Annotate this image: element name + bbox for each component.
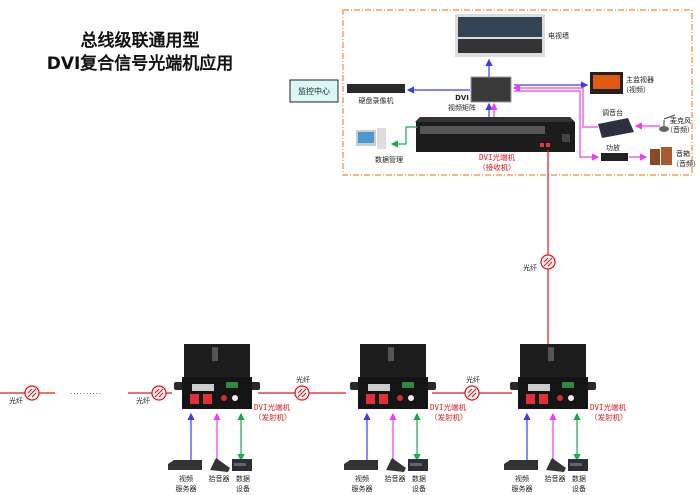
mixer-image — [598, 118, 634, 138]
data-device-image — [232, 459, 252, 471]
dvr-image — [347, 84, 405, 93]
tx-label-line2: （发射机） — [254, 412, 292, 422]
data-device-image — [568, 459, 588, 471]
data-device-label-line1: 数据 — [572, 474, 586, 483]
video-server-label-line2: 服务器 — [352, 484, 373, 493]
monitor-label-line1: 主监视器 — [626, 75, 654, 84]
mic-label-line1: 麦克风 — [670, 116, 691, 125]
data-device-label-line2: 设备 — [412, 484, 426, 493]
mic-label-line2: （音频） — [666, 125, 694, 134]
pickup-image — [386, 458, 406, 472]
video-matrix-image — [470, 76, 512, 103]
fiber-lines — [0, 150, 549, 394]
pickup-image — [546, 458, 566, 472]
tx-label-line1: DVI光端机 — [590, 402, 627, 412]
transmitter-1: DVI光端机 （发射机） 视频 服务器 拾音器 数据 设备 — [168, 344, 292, 493]
pickup-label: 拾音器 — [209, 474, 230, 483]
speaker-label-line1: 音箱 — [676, 149, 690, 158]
control-center-label: 监控中心 — [298, 86, 330, 96]
fiber-label-1: 光纤 — [9, 396, 23, 405]
center-connections — [390, 58, 660, 161]
data-device-label-line1: 数据 — [412, 474, 426, 483]
pickup-label: 拾音器 — [385, 474, 406, 483]
video-server-label-line2: 服务器 — [512, 484, 533, 493]
ellipsis: ·········· — [70, 390, 102, 398]
receiver-rack-image — [415, 117, 575, 152]
video-server-image — [168, 460, 202, 470]
main-monitor-image — [590, 72, 623, 94]
speaker-image — [650, 147, 672, 165]
dvr-label: 硬盘录像机 — [359, 96, 394, 105]
pc-label: 数据管理 — [375, 155, 403, 164]
fiber-connector-icon — [24, 385, 40, 401]
control-center-box — [289, 79, 339, 103]
fiber-label-4: 光纤 — [466, 375, 480, 384]
title-line1: 总线级联通用型 — [81, 30, 200, 51]
receiver-label-line1: DVI光端机 — [479, 152, 516, 162]
matrix-label-line1: DVI — [455, 94, 469, 102]
fiber-label-2: 光纤 — [136, 396, 150, 405]
pc-image — [356, 128, 386, 149]
transmitter-image — [174, 344, 260, 409]
tv-wall-image — [455, 14, 545, 57]
tx-label-line2: （发射机） — [430, 412, 468, 422]
video-server-image — [344, 460, 378, 470]
microphone-image — [659, 114, 676, 132]
receiver-label-line2: （接收机） — [478, 162, 516, 172]
video-server-label-line1: 视频 — [355, 474, 369, 483]
fiber-connector-icon — [540, 254, 556, 270]
transmitter-image — [350, 344, 436, 409]
fiber-connector-icon — [151, 385, 167, 401]
data-device-label-line1: 数据 — [236, 474, 250, 483]
mixer-label: 调音台 — [602, 108, 623, 117]
fiber-label-vertical: 光纤 — [523, 263, 537, 272]
data-device-image — [408, 459, 428, 471]
video-server-label-line1: 视频 — [515, 474, 529, 483]
monitor-label-line2: （视频） — [622, 85, 650, 94]
pickup-image — [210, 458, 230, 472]
control-center-border — [342, 9, 693, 176]
data-device-label-line2: 设备 — [572, 484, 586, 493]
amplifier-image — [601, 153, 628, 161]
speaker-label-line2: （音频） — [672, 159, 700, 168]
fiber-label-3: 光纤 — [296, 375, 310, 384]
tx-label-line1: DVI光端机 — [254, 402, 291, 412]
matrix-label-line2: 视频矩阵 — [448, 103, 476, 112]
title-line2: DVI复合信号光端机应用 — [47, 53, 234, 74]
fiber-connector-icon — [294, 385, 310, 401]
transmitter-3: DVI光端机 （发射机） 视频 服务器 拾音器 数据 设备 — [504, 344, 628, 493]
video-server-image — [504, 460, 538, 470]
tx-label-line1: DVI光端机 — [430, 402, 467, 412]
tv-wall-label: 电视墙 — [548, 31, 569, 40]
tx-label-line2: （发射机） — [590, 412, 628, 422]
pickup-label: 拾音器 — [545, 474, 566, 483]
transmitter-image — [510, 344, 596, 409]
fiber-connector-icon — [464, 385, 480, 401]
video-server-label-line2: 服务器 — [176, 484, 197, 493]
amp-label: 功放 — [606, 143, 620, 152]
transmitter-2: DVI光端机 （发射机） 视频 服务器 拾音器 数据 设备 — [344, 344, 468, 493]
video-server-label-line1: 视频 — [179, 474, 193, 483]
data-device-label-line2: 设备 — [236, 484, 250, 493]
